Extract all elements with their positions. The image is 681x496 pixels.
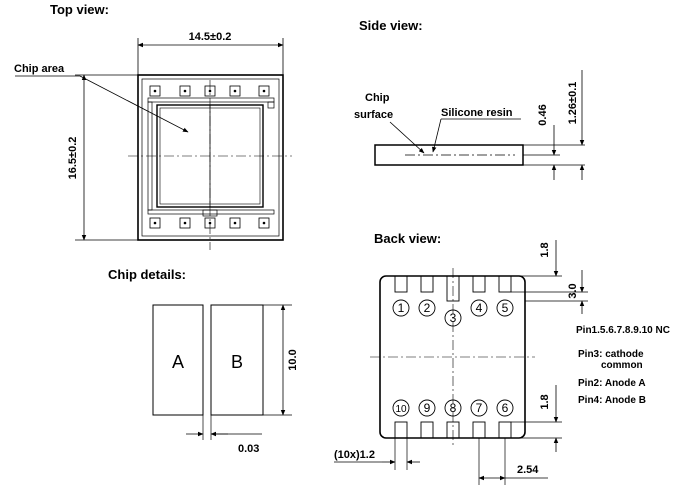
chip-details-title: Chip details: bbox=[108, 267, 186, 282]
pin-7: 7 bbox=[470, 399, 488, 417]
chip-a-label: A bbox=[172, 352, 184, 372]
back-view: Back view: 1 2 bbox=[334, 231, 588, 485]
back-dim-30: 3.0 bbox=[567, 283, 579, 298]
pin-4: 4 bbox=[470, 299, 488, 317]
pin-5: 5 bbox=[496, 299, 514, 317]
pin-notes: Pin1.5.6.7.8.9.10 NC Pin3: cathode commo… bbox=[576, 325, 670, 406]
height-dimension: 16.5±0.2 bbox=[67, 137, 79, 180]
chip-height-dimension: 10.0 bbox=[287, 349, 299, 370]
svg-text:8: 8 bbox=[450, 401, 457, 415]
pin-10: 10 bbox=[392, 399, 410, 417]
chip-b bbox=[210, 304, 264, 416]
pin-8: 8 bbox=[444, 399, 462, 417]
silicone-resin-label: Silicone resin bbox=[441, 107, 513, 119]
svg-text:7: 7 bbox=[476, 401, 483, 415]
pad-pitch-dimension: (10x)1.2 bbox=[334, 449, 375, 461]
chip-label: Chip bbox=[365, 92, 390, 104]
back-view-title: Back view: bbox=[374, 231, 441, 246]
top-view-title: Top view: bbox=[50, 2, 109, 17]
pin-2: 2 bbox=[418, 299, 436, 317]
surface-label: surface bbox=[354, 109, 393, 121]
side-view: Side view: Chip surface Silicone resin 0… bbox=[354, 18, 585, 180]
chip-gap-dimension: 0.03 bbox=[238, 443, 259, 455]
pin-3: 3 bbox=[444, 309, 462, 327]
chip-a bbox=[152, 304, 204, 416]
note-pin2: Pin2: Anode A bbox=[578, 378, 646, 389]
note-nc: Pin1.5.6.7.8.9.10 NC bbox=[576, 325, 670, 336]
svg-text:4: 4 bbox=[476, 301, 483, 315]
bottom-pads bbox=[149, 217, 270, 229]
chip-b-label: B bbox=[231, 352, 243, 372]
package-outline bbox=[137, 74, 284, 241]
pin-1: 1 bbox=[392, 299, 410, 317]
svg-text:6: 6 bbox=[502, 401, 509, 415]
top-pads bbox=[149, 85, 270, 97]
top-view: Top view: 14.5±0.2 16.5±0.2 bbox=[14, 2, 292, 250]
note-pin3-line2: common bbox=[601, 360, 643, 371]
svg-text:10: 10 bbox=[395, 404, 407, 415]
note-pin3-line1: Pin3: cathode bbox=[578, 349, 644, 360]
svg-text:2: 2 bbox=[424, 301, 431, 315]
back-top-18: 1.8 bbox=[539, 242, 551, 257]
svg-text:3: 3 bbox=[450, 311, 457, 325]
side-view-title: Side view: bbox=[359, 18, 423, 33]
note-pin4: Pin4: Anode B bbox=[578, 395, 646, 406]
chip-details: Chip details: A B 10.0 0.03 bbox=[108, 267, 299, 455]
svg-text:5: 5 bbox=[502, 301, 509, 315]
thickness-126: 1.26±0.1 bbox=[567, 82, 579, 125]
pad-spacing-dimension: 2.54 bbox=[517, 464, 539, 476]
pin-9: 9 bbox=[418, 399, 436, 417]
back-top-pads bbox=[394, 275, 512, 302]
pin-6: 6 bbox=[496, 399, 514, 417]
svg-text:9: 9 bbox=[424, 401, 431, 415]
back-bottom-18: 1.8 bbox=[539, 394, 551, 409]
width-dimension: 14.5±0.2 bbox=[189, 31, 232, 43]
chip-area-label: Chip area bbox=[14, 63, 65, 75]
thickness-046: 0.46 bbox=[537, 104, 549, 125]
svg-text:1: 1 bbox=[398, 301, 405, 315]
